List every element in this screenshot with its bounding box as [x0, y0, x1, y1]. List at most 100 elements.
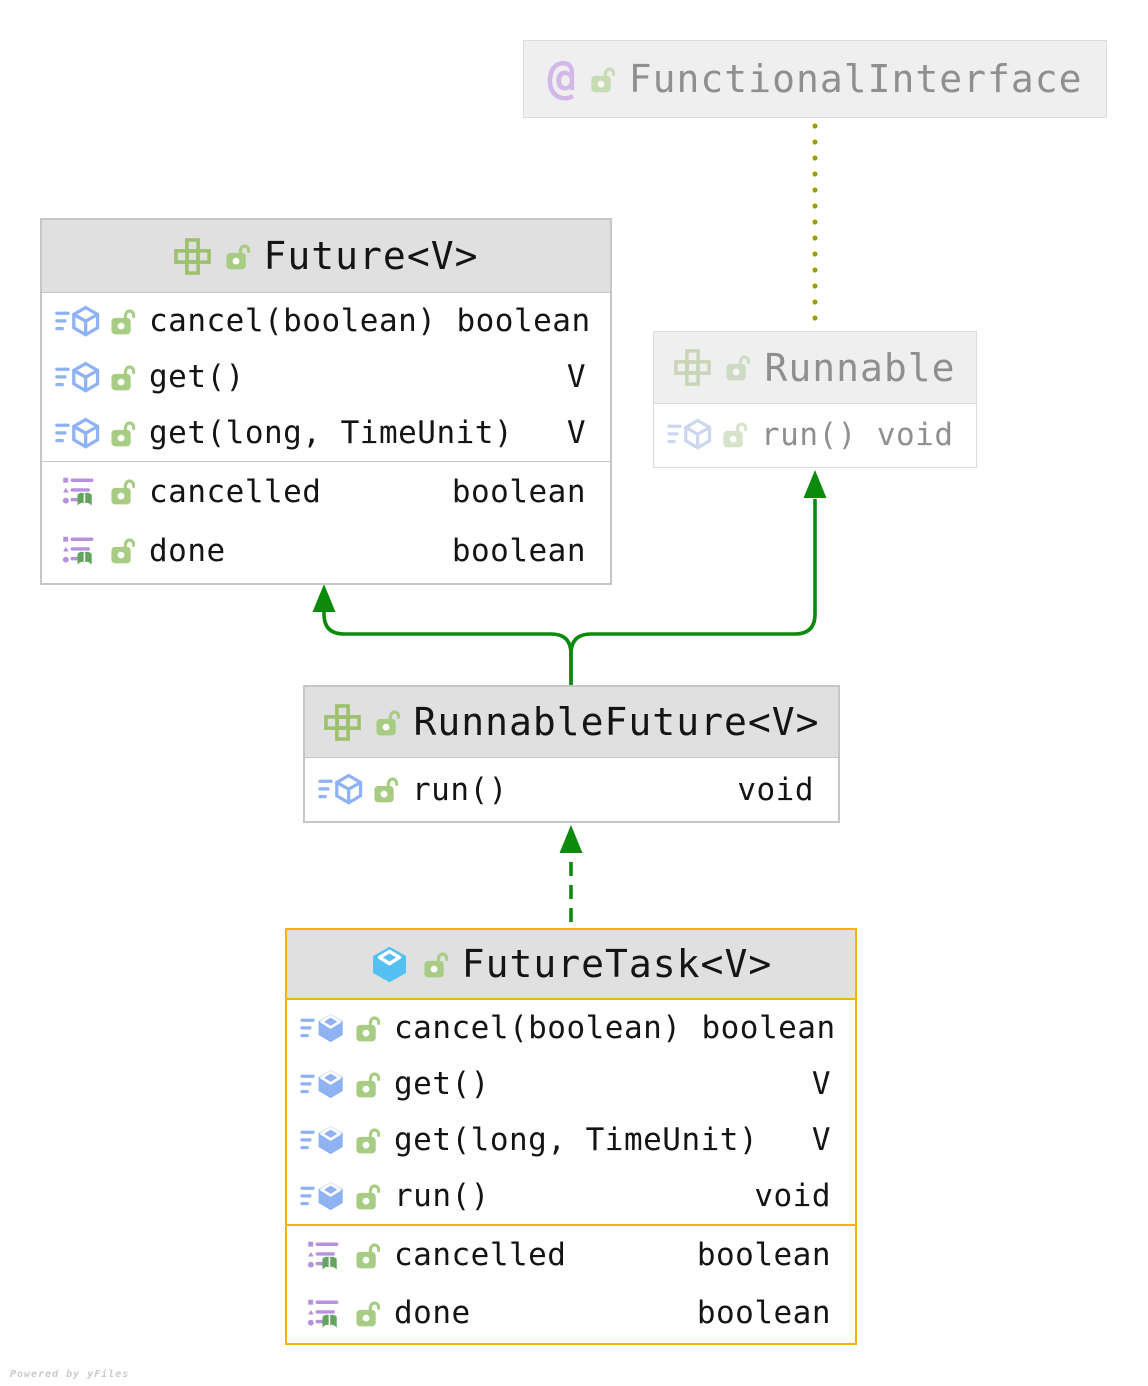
method-return-type: void [754, 1178, 831, 1214]
public-lock-icon [110, 417, 135, 450]
extends-edge-runnablefuture-future[interactable] [322, 609, 573, 686]
method-name: run() [761, 416, 857, 453]
method-name: get(long, TimeUnit) [149, 415, 514, 451]
property-row[interactable]: done boolean [287, 1284, 855, 1342]
method-icon [300, 1124, 346, 1157]
public-lock-icon [355, 1297, 380, 1330]
property-type: boolean [451, 473, 586, 510]
properties-section: cancelled boolean done boolean [287, 1224, 855, 1342]
methods-section: cancel(boolean) boolean get() V get(long… [42, 293, 610, 461]
property-icon [300, 1239, 346, 1272]
property-type: boolean [696, 1295, 831, 1331]
node-title: Future<V> [263, 234, 479, 278]
method-return-type: void [737, 771, 814, 808]
abstract-method-icon [667, 418, 713, 451]
interface-icon [674, 349, 711, 386]
public-lock-icon [423, 948, 448, 981]
public-lock-icon [375, 706, 400, 739]
method-name: cancel(boolean) [394, 1010, 682, 1046]
abstract-method-icon [318, 773, 364, 806]
node-header[interactable]: @ FunctionalInterface [524, 41, 1106, 117]
properties-section: cancelled boolean done boolean [42, 461, 610, 580]
property-icon [55, 534, 101, 567]
method-name: run() [394, 1178, 490, 1214]
method-name: get() [149, 359, 245, 395]
public-lock-icon [355, 1239, 380, 1272]
property-row[interactable]: done boolean [42, 521, 610, 580]
method-row[interactable]: run() void [287, 1168, 855, 1224]
method-row[interactable]: get(long, TimeUnit) V [42, 405, 610, 461]
node-header[interactable]: Runnable [654, 332, 976, 404]
property-name: cancelled [149, 473, 322, 510]
interface-icon [324, 704, 361, 741]
implements-arrowhead-runnablefuture [559, 825, 583, 853]
node-header[interactable]: Future<V> [42, 220, 610, 293]
public-lock-icon [110, 475, 135, 508]
abstract-method-icon [55, 305, 101, 338]
annotation-icon: @ [547, 49, 576, 105]
property-icon [300, 1297, 346, 1330]
method-row[interactable]: run() void [305, 758, 838, 821]
property-name: done [394, 1295, 471, 1331]
methods-section: cancel(boolean) boolean get() V get(long… [287, 1000, 855, 1224]
class-icon [370, 945, 409, 984]
method-icon [300, 1068, 346, 1101]
extends-arrowhead-future [312, 584, 336, 612]
interface-icon [174, 238, 211, 275]
method-return-type: V [566, 415, 586, 451]
property-row[interactable]: cancelled boolean [287, 1226, 855, 1284]
public-lock-icon [725, 351, 750, 384]
interface-node-runnable[interactable]: Runnable run() void [653, 331, 977, 468]
interface-node-runnablefuture[interactable]: RunnableFuture<V> run() void [303, 685, 840, 823]
methods-section: run() void [654, 404, 976, 465]
node-header[interactable]: FutureTask<V> [287, 930, 855, 1000]
annotation-node-functionalinterface[interactable]: @ FunctionalInterface [523, 40, 1107, 118]
method-name: run() [412, 771, 508, 808]
abstract-method-icon [55, 361, 101, 394]
method-return-type: V [811, 1066, 831, 1102]
class-node-futuretask[interactable]: FutureTask<V> cancel(boolean) boolean ge… [285, 928, 857, 1345]
method-row[interactable]: run() void [654, 404, 976, 465]
method-return-type: V [566, 359, 586, 395]
method-name: get() [394, 1066, 490, 1102]
public-lock-icon [722, 418, 747, 451]
property-type: boolean [451, 532, 586, 569]
method-return-type: V [811, 1122, 831, 1158]
method-row[interactable]: get() V [42, 349, 610, 405]
property-row[interactable]: cancelled boolean [42, 462, 610, 521]
method-name: cancel(boolean) [149, 303, 437, 339]
method-return-type: void [876, 416, 954, 453]
abstract-method-icon [55, 417, 101, 450]
node-title: FunctionalInterface [628, 57, 1083, 101]
method-row[interactable]: get() V [287, 1056, 855, 1112]
public-lock-icon [110, 361, 135, 394]
interface-node-future[interactable]: Future<V> cancel(boolean) boolean get() … [40, 218, 612, 585]
property-icon [55, 475, 101, 508]
public-lock-icon [225, 240, 250, 273]
node-header[interactable]: RunnableFuture<V> [305, 687, 838, 758]
method-return-type: boolean [456, 303, 591, 339]
property-name: cancelled [394, 1237, 567, 1273]
property-type: boolean [696, 1237, 831, 1273]
methods-section: run() void [305, 758, 838, 821]
method-icon [300, 1180, 346, 1213]
property-name: done [149, 532, 226, 569]
method-return-type: boolean [701, 1010, 836, 1046]
node-title: FutureTask<V> [461, 942, 773, 986]
public-lock-icon [355, 1124, 380, 1157]
public-lock-icon [110, 305, 135, 338]
method-row[interactable]: cancel(boolean) boolean [42, 293, 610, 349]
method-name: get(long, TimeUnit) [394, 1122, 759, 1158]
extends-arrowhead-runnable [803, 470, 827, 498]
public-lock-icon [110, 534, 135, 567]
public-lock-icon [373, 773, 398, 806]
method-icon [300, 1012, 346, 1045]
yfiles-watermark: Powered by yFiles [10, 1369, 130, 1380]
public-lock-icon [355, 1068, 380, 1101]
public-lock-icon [355, 1180, 380, 1213]
public-lock-icon [355, 1012, 380, 1045]
method-row[interactable]: get(long, TimeUnit) V [287, 1112, 855, 1168]
node-title: Runnable [764, 345, 956, 390]
method-row[interactable]: cancel(boolean) boolean [287, 1000, 855, 1056]
node-title: RunnableFuture<V> [413, 700, 820, 744]
